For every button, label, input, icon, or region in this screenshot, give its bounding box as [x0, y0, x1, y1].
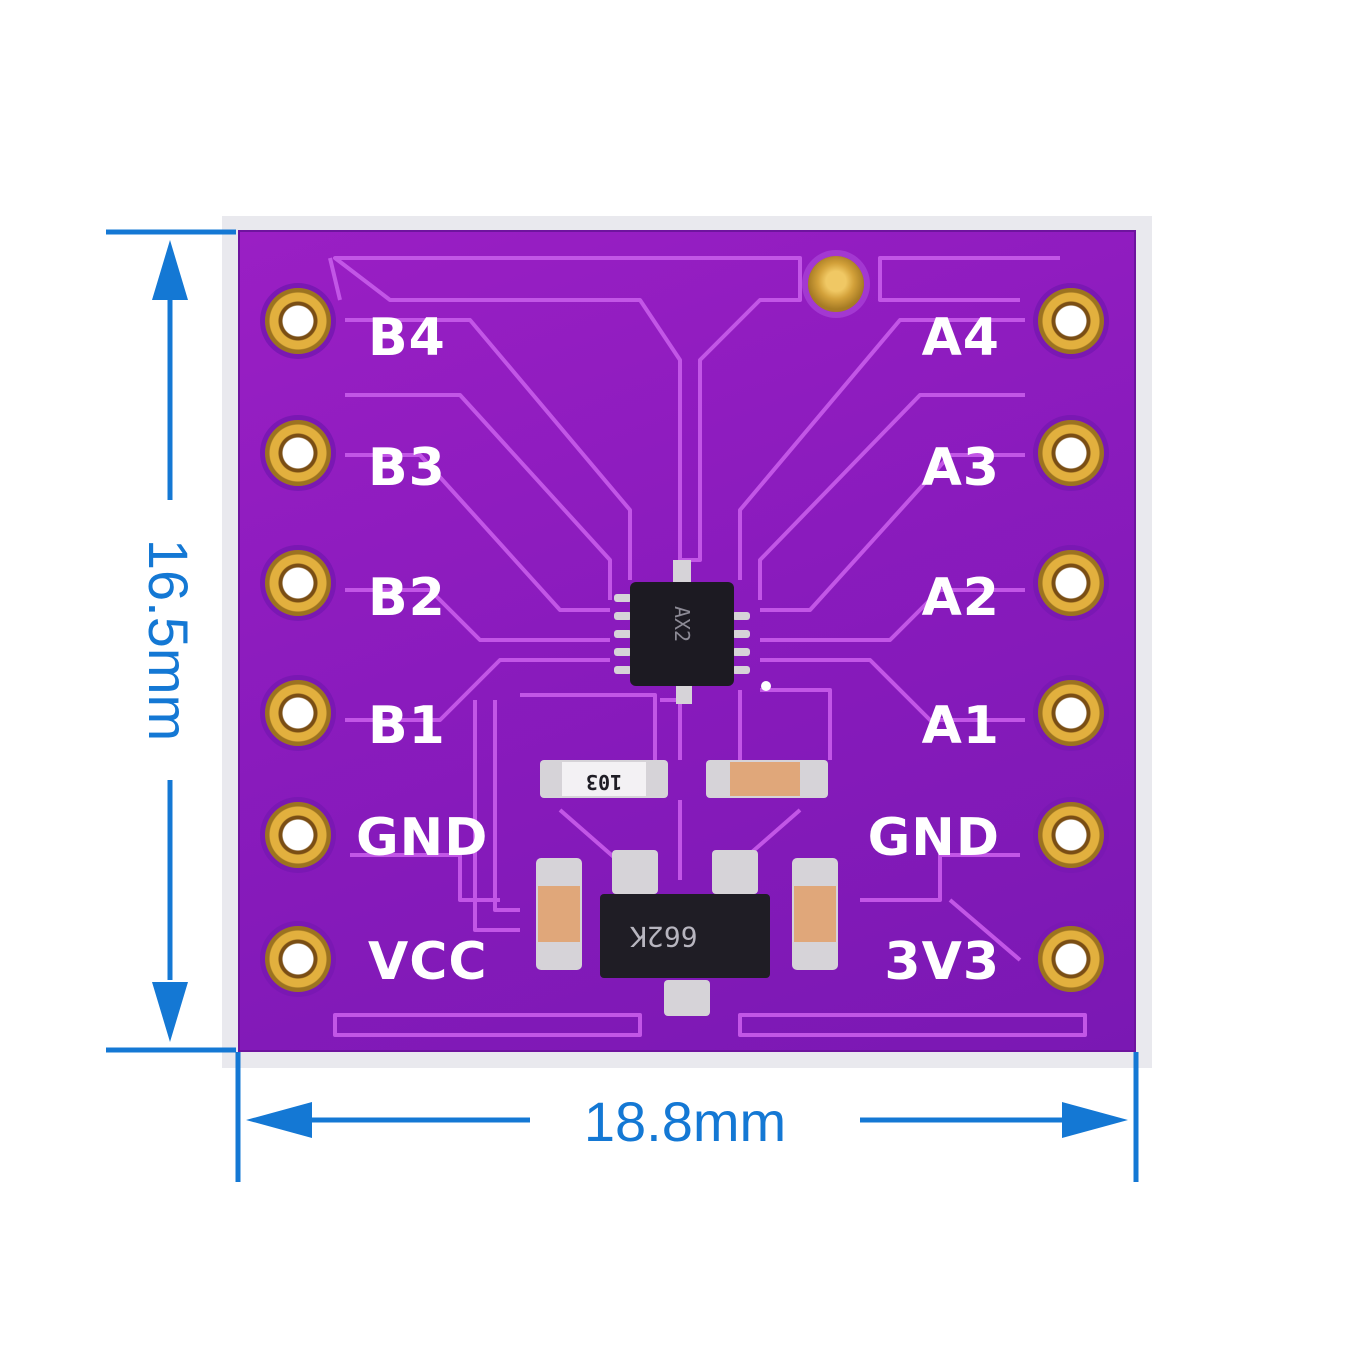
pin-label-b1: B1	[368, 696, 446, 756]
level-shifter-chip	[630, 582, 734, 686]
pin-pad-b1	[265, 680, 331, 746]
pin-label-gnd-right: GND	[867, 808, 1000, 868]
fiducial-pad	[808, 256, 864, 312]
chip-marking: AX2	[670, 605, 695, 643]
pin-label-b3: B3	[368, 438, 446, 498]
pin-label-3v3: 3V3	[884, 932, 1000, 992]
pin-pad-b4	[265, 288, 331, 354]
pin-pad-a3	[1038, 420, 1104, 486]
pin-label-b4: B4	[368, 308, 446, 368]
pin-pad-a2	[1038, 550, 1104, 616]
resistor-marking: 103	[586, 770, 623, 794]
pin-pad-a4	[1038, 288, 1104, 354]
pin-pad-b2	[265, 550, 331, 616]
pin-label-a2: A2	[921, 568, 1000, 628]
pin-label-gnd-left: GND	[356, 808, 489, 868]
height-dimension-label: 16.5mm	[137, 538, 200, 742]
pin-label-b2: B2	[368, 568, 446, 628]
regulator-chip	[600, 894, 770, 978]
pin-label-a4: A4	[921, 308, 1000, 368]
pin-pad-3v3	[1038, 926, 1104, 992]
pin-label-a3: A3	[921, 438, 1000, 498]
pin-pad-vcc	[265, 926, 331, 992]
pin-label-a1: A1	[921, 696, 1000, 756]
pin-label-vcc: VCC	[368, 932, 488, 992]
pin-pad-gnd-right	[1038, 802, 1104, 868]
regulator-marking: 662K	[630, 920, 698, 953]
pin-pad-b3	[265, 420, 331, 486]
width-dimension-label: 18.8mm	[583, 1090, 787, 1153]
pin-pad-a1	[1038, 680, 1104, 746]
pin-pad-gnd-left	[265, 802, 331, 868]
